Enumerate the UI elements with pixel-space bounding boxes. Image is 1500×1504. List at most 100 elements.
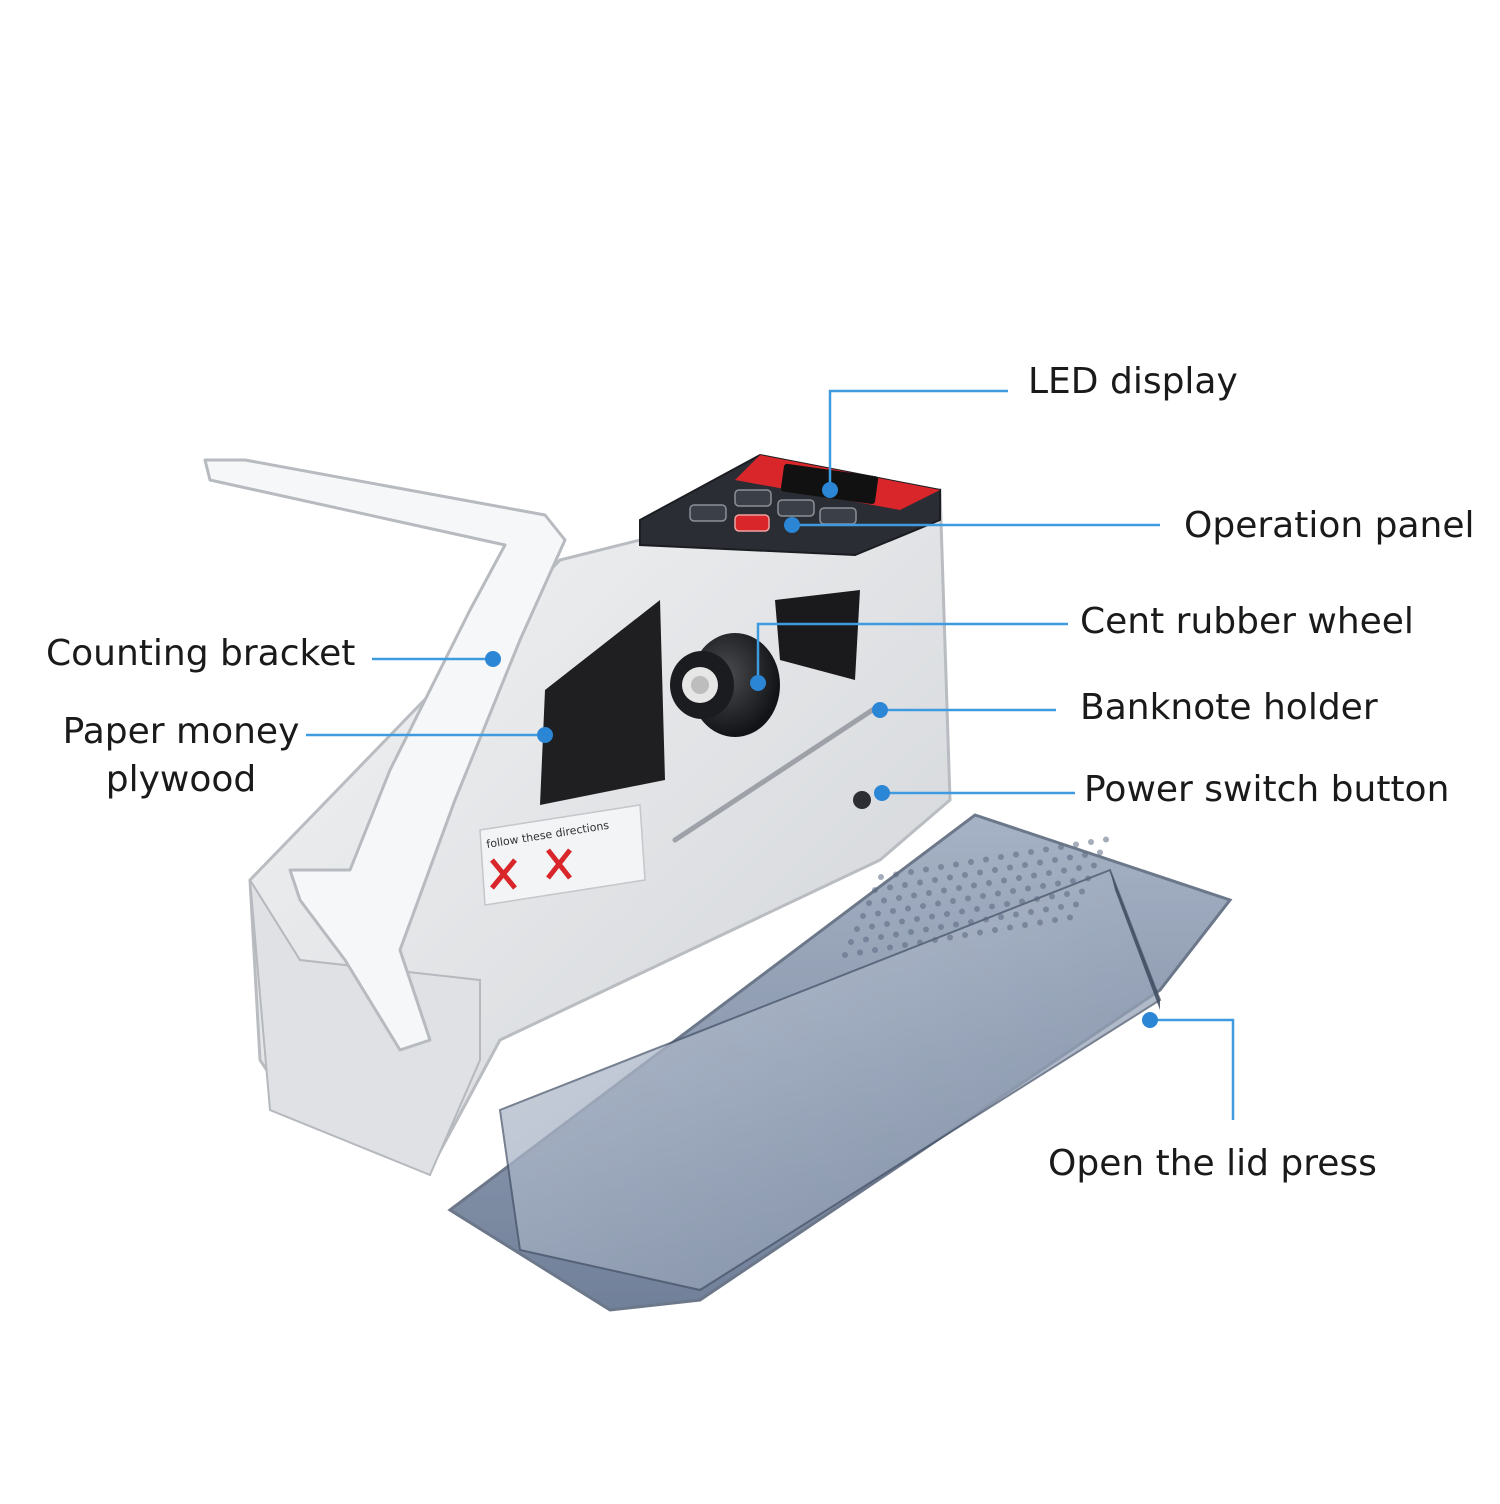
tray-vent-dot <box>1028 849 1034 855</box>
tray-vent-dot <box>938 864 944 870</box>
tray-vent-dot <box>1025 885 1031 892</box>
collection-tray <box>447 813 1233 1312</box>
tray-vent-dot <box>1073 841 1079 848</box>
tray-vent-dot <box>1091 862 1097 869</box>
tray-vent-dot <box>875 910 881 917</box>
callout-dot-holder <box>872 702 888 718</box>
callout-open-lid-press: Open the lid press <box>1048 1143 1377 1184</box>
tray-vent-dot <box>989 903 995 910</box>
tray-vent-dot <box>953 921 959 928</box>
tray-vent-dot <box>1049 893 1055 900</box>
tray-vent-dot <box>923 926 929 933</box>
tray-vent-dot <box>983 916 989 923</box>
callout-banknote-holder: Banknote holder <box>1080 687 1378 728</box>
tray-vent-dot <box>902 942 908 948</box>
callout-dot-lid <box>1142 1012 1158 1028</box>
tray-vent-dot <box>992 867 998 873</box>
counting-bracket <box>203 458 567 1052</box>
tray-vent-dot <box>1001 877 1007 884</box>
callout-operation-panel: Operation panel <box>1184 505 1475 546</box>
tray-vent-dot <box>1016 875 1022 881</box>
banknote-holder-rod <box>672 702 883 843</box>
tray-vent-dot <box>878 874 884 880</box>
tray-vent-dot <box>1022 862 1028 868</box>
callout-dot-wheel <box>750 675 766 691</box>
tray-vent-dot <box>1076 865 1082 871</box>
tray-vent-dot <box>1013 851 1019 858</box>
callout-line-led <box>828 389 1008 490</box>
tray-vent-dot <box>1034 896 1040 902</box>
tray-vent-dot <box>1061 867 1067 874</box>
tray-vent-dot <box>968 859 974 865</box>
tray-vent-dot <box>1043 846 1049 853</box>
tray-vent-dot <box>929 913 935 920</box>
tray-vent-dot <box>902 882 908 888</box>
tray-vent-dot <box>872 887 878 893</box>
tray-vent-dot <box>980 893 986 899</box>
callout-line-wheel <box>756 622 1068 683</box>
callout-dots <box>485 482 1158 1028</box>
tray-vent-dot <box>854 926 860 932</box>
tray-vent-dot <box>944 911 950 917</box>
tray-vent-dot <box>908 929 914 935</box>
tray-vent-dot <box>938 924 944 930</box>
tray-vent-dot <box>1004 901 1010 907</box>
tray-vent-dot <box>842 952 848 958</box>
feed-slot <box>775 590 860 680</box>
tray-vent-dot <box>1019 898 1025 905</box>
tray-vent-dots <box>842 836 1109 958</box>
tray-vent-dot <box>983 856 989 863</box>
callout-line-lid <box>1150 1018 1235 1120</box>
callout-led-display: LED display <box>1028 361 1238 402</box>
tray-vent-dot <box>935 900 941 907</box>
tray-vent-dot <box>1103 836 1109 843</box>
tray-vent-dot <box>887 884 893 891</box>
tray-vent-dot <box>920 903 926 909</box>
tray-vent-dot <box>968 919 974 925</box>
tray-vent-dot <box>890 908 896 914</box>
tray-vent-dot <box>893 871 899 878</box>
tray-vent-dot <box>899 918 905 925</box>
tray-vent-dot <box>869 923 875 930</box>
tray-vent-dot <box>1040 883 1046 889</box>
tray-vent-dot <box>974 906 980 912</box>
tray-vent-dot <box>1007 924 1013 931</box>
tray-vent-dot <box>959 908 965 915</box>
callout-lines <box>306 389 1235 1120</box>
tray-vent-dot <box>905 905 911 912</box>
tray-vent-dot <box>881 897 887 904</box>
tray-vent-dot <box>977 929 983 936</box>
callout-dot-bracket <box>485 651 501 667</box>
callout-paper-money-plywood: Paper money plywood <box>56 708 306 804</box>
tray-vent-dot <box>950 898 956 904</box>
tray-vent-dot <box>1085 875 1091 882</box>
tray-vent-dot <box>848 939 854 945</box>
operation-panel-buttons <box>689 489 857 532</box>
tray-vent-dot <box>1052 857 1058 863</box>
callout-dot-panel <box>784 517 800 533</box>
tray-vent-dot <box>1037 919 1043 926</box>
tray-vent-dot <box>857 949 863 956</box>
tray-vent-dot <box>884 921 890 927</box>
tray-vent-dot <box>1037 859 1043 866</box>
callout-paper-money-plywood-line2: plywood <box>105 759 257 800</box>
tray-vent-dot <box>1052 917 1058 923</box>
tray-vent-dot <box>932 937 938 943</box>
tray-vent-dot <box>887 944 893 951</box>
tray-vent-dot <box>1028 909 1034 915</box>
callout-paper-money-plywood-line1: Paper money <box>62 711 300 752</box>
tray-vent-dot <box>1007 864 1013 871</box>
paper-money-plywood <box>540 600 665 805</box>
tray-vent-dot <box>863 936 869 943</box>
tray-vent-dot <box>992 927 998 933</box>
callout-counting-bracket: Counting bracket <box>46 633 356 674</box>
tray-vent-dot <box>1088 839 1094 845</box>
machine-side-wall <box>249 879 481 1177</box>
power-switch <box>853 791 871 809</box>
tray-vent-dot <box>1079 888 1085 895</box>
tray-vent-dot <box>926 890 932 896</box>
tray-vent-dot <box>872 947 878 953</box>
direction-sticker: follow these directions <box>479 804 646 906</box>
tray-vent-dot <box>878 934 884 940</box>
tray-vent-dot <box>1010 888 1016 894</box>
